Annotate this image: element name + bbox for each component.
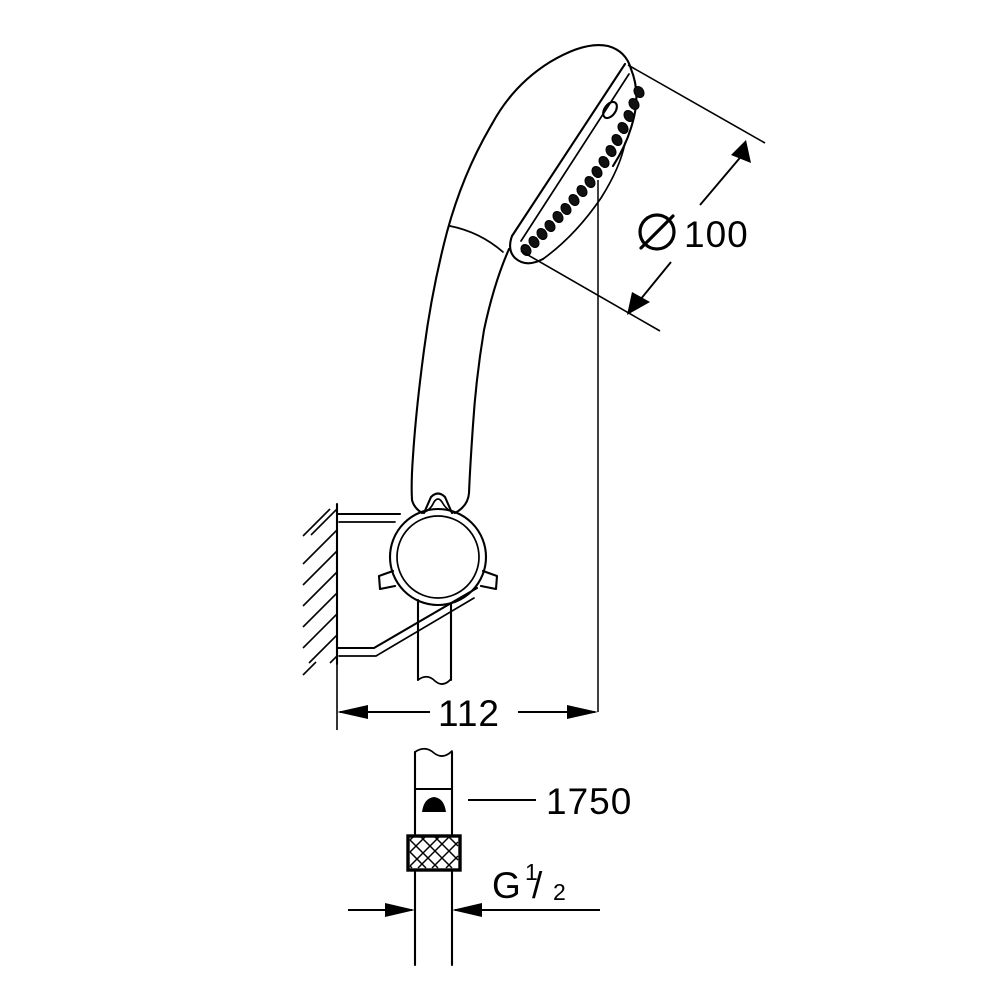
bracket-top-tab — [422, 492, 454, 515]
hose-crimp-marker — [422, 797, 446, 812]
bracket-lower-arm-bottom — [338, 597, 475, 657]
head-back-shell — [490, 44, 633, 126]
handle-outer-contour — [410, 122, 494, 515]
hose-stub-break-line — [417, 675, 452, 685]
bracket-lower-arm-top — [335, 586, 479, 650]
diameter-symbol-glyph — [638, 213, 676, 251]
diameter-ext-line-lower — [520, 250, 661, 332]
projection-dimension: 112 — [336, 664, 598, 734]
diameter-ext-line-upper — [627, 64, 766, 144]
hose-top-break-line — [414, 747, 453, 757]
spray-head — [490, 44, 645, 265]
projection-value-text: 112 — [438, 693, 500, 734]
projection-arrow-left — [337, 705, 368, 719]
bracket-right-tab — [479, 569, 499, 591]
knurled-coupling-nut — [406, 834, 462, 872]
head-faceplate-bottom-tip — [509, 234, 545, 265]
thread-fraction-slash: / — [532, 865, 543, 906]
projection-arrow-right — [567, 705, 598, 719]
bracket-ring-outer — [388, 507, 488, 607]
handle-inner-contour — [453, 247, 511, 515]
head-faceplate-top-edge — [510, 62, 627, 238]
thread-letter-text: G — [492, 865, 522, 906]
diameter-value-text: 100 — [684, 214, 749, 255]
diameter-arrow-upper — [731, 140, 751, 163]
handle-shoulder-curve — [449, 225, 504, 253]
hose-stub — [416, 598, 453, 685]
hose-length-value-text: 1750 — [546, 781, 632, 822]
head-face-right-contour — [542, 142, 626, 260]
shower-hose — [406, 747, 462, 967]
thread-arrow-left — [385, 903, 415, 917]
thread-size-dimension: G 1 / 2 — [348, 859, 600, 935]
bracket-ring-inner — [396, 515, 480, 599]
thread-denominator-text: 2 — [553, 879, 566, 905]
nut-knurl-pattern — [409, 835, 459, 869]
head-faceplate-inner-edge — [520, 73, 630, 242]
wall-section — [302, 502, 339, 676]
diameter-leader-lower — [639, 261, 672, 301]
wall-bracket — [335, 492, 499, 657]
hose-length-dimension: 1750 — [468, 781, 632, 822]
thread-numerator-text: 1 — [525, 859, 538, 885]
head-diameter-dimension: 100 — [520, 64, 766, 332]
handle-base-collar — [421, 498, 456, 514]
shower-handle — [410, 122, 511, 515]
wall-hatching — [302, 508, 338, 676]
bracket-left-tab — [377, 569, 397, 591]
diameter-leader-upper — [699, 152, 745, 206]
head-indicator-oval — [602, 100, 618, 120]
spray-nozzle-row — [520, 85, 645, 257]
diameter-arrow-lower — [627, 292, 650, 315]
thread-arrow-right — [452, 903, 482, 917]
